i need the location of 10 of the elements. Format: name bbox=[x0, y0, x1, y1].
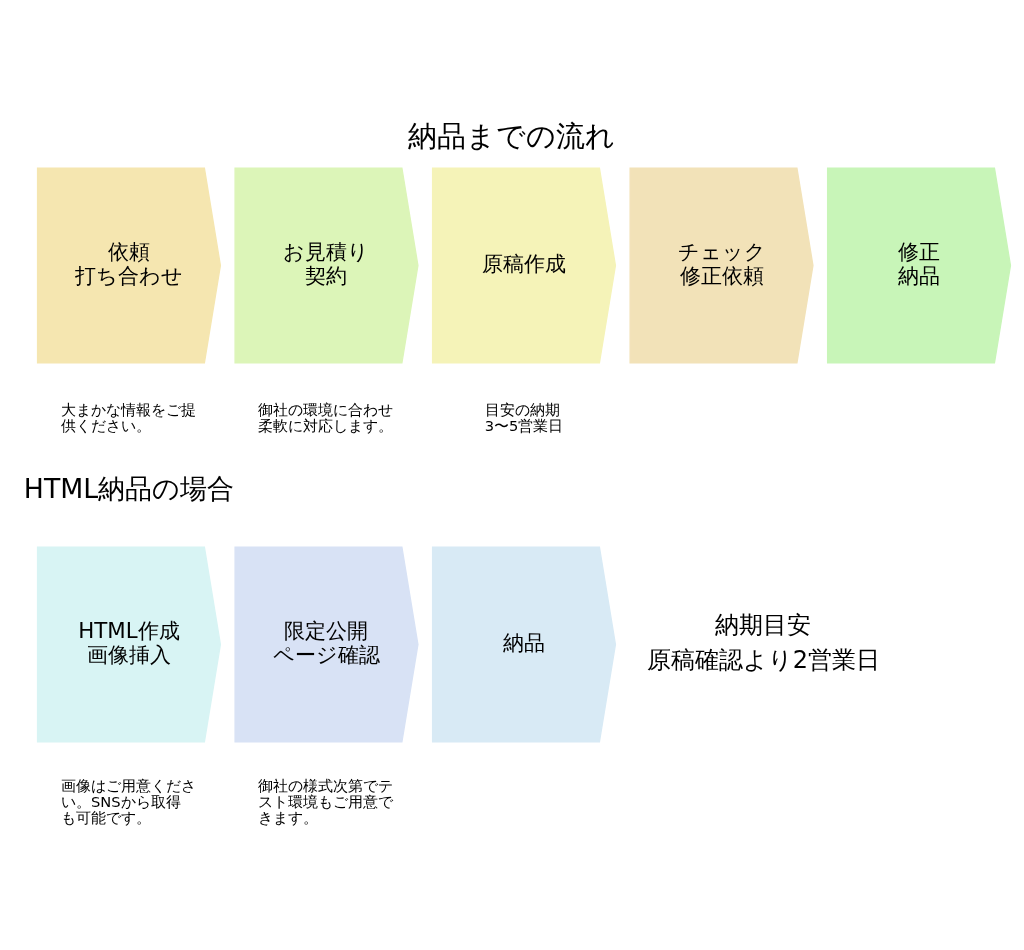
node-label: 目安の納期 bbox=[484, 400, 560, 418]
label: 納期目安 bbox=[714, 611, 811, 640]
label: HTML納品の場合 bbox=[23, 472, 235, 504]
node-label: 大まかな情報をご提供ください。 bbox=[60, 400, 196, 434]
node-label: 御社の様式次第でテスト環境もご用意できます。 bbox=[258, 777, 394, 827]
diagram-title: 納品までの流れ bbox=[408, 119, 616, 154]
node-label: 画像はご用意ください。SNSから取得も可能です。 bbox=[60, 777, 196, 827]
node-label: 3〜5営業日 bbox=[484, 416, 564, 434]
label: 原稿確認より2営業日 bbox=[646, 645, 881, 674]
node-label: 御社の環境に合わせ柔軟に対応します。 bbox=[258, 400, 394, 434]
